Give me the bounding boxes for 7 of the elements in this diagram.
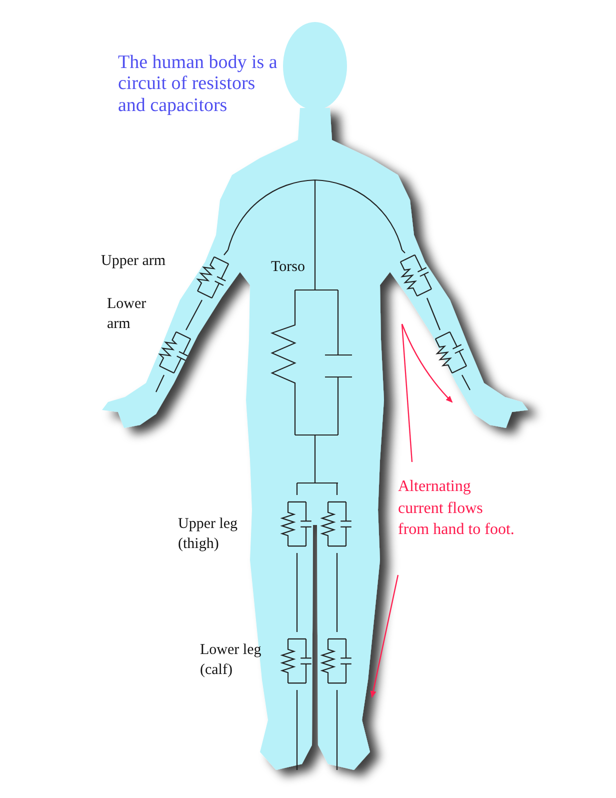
body-part-label: Lower leg (calf) (200, 641, 262, 680)
body-part-label: Torso (271, 258, 306, 277)
annotation-text: Alternating current flows from hand to foot. (398, 477, 516, 540)
body-part-label: Upper leg (thigh) (178, 515, 239, 554)
body-part-label: Lower arm (107, 295, 148, 334)
title: The human body is a circuit of resistors and capacitors (118, 52, 278, 116)
body-part-label: Upper arm (101, 252, 167, 271)
